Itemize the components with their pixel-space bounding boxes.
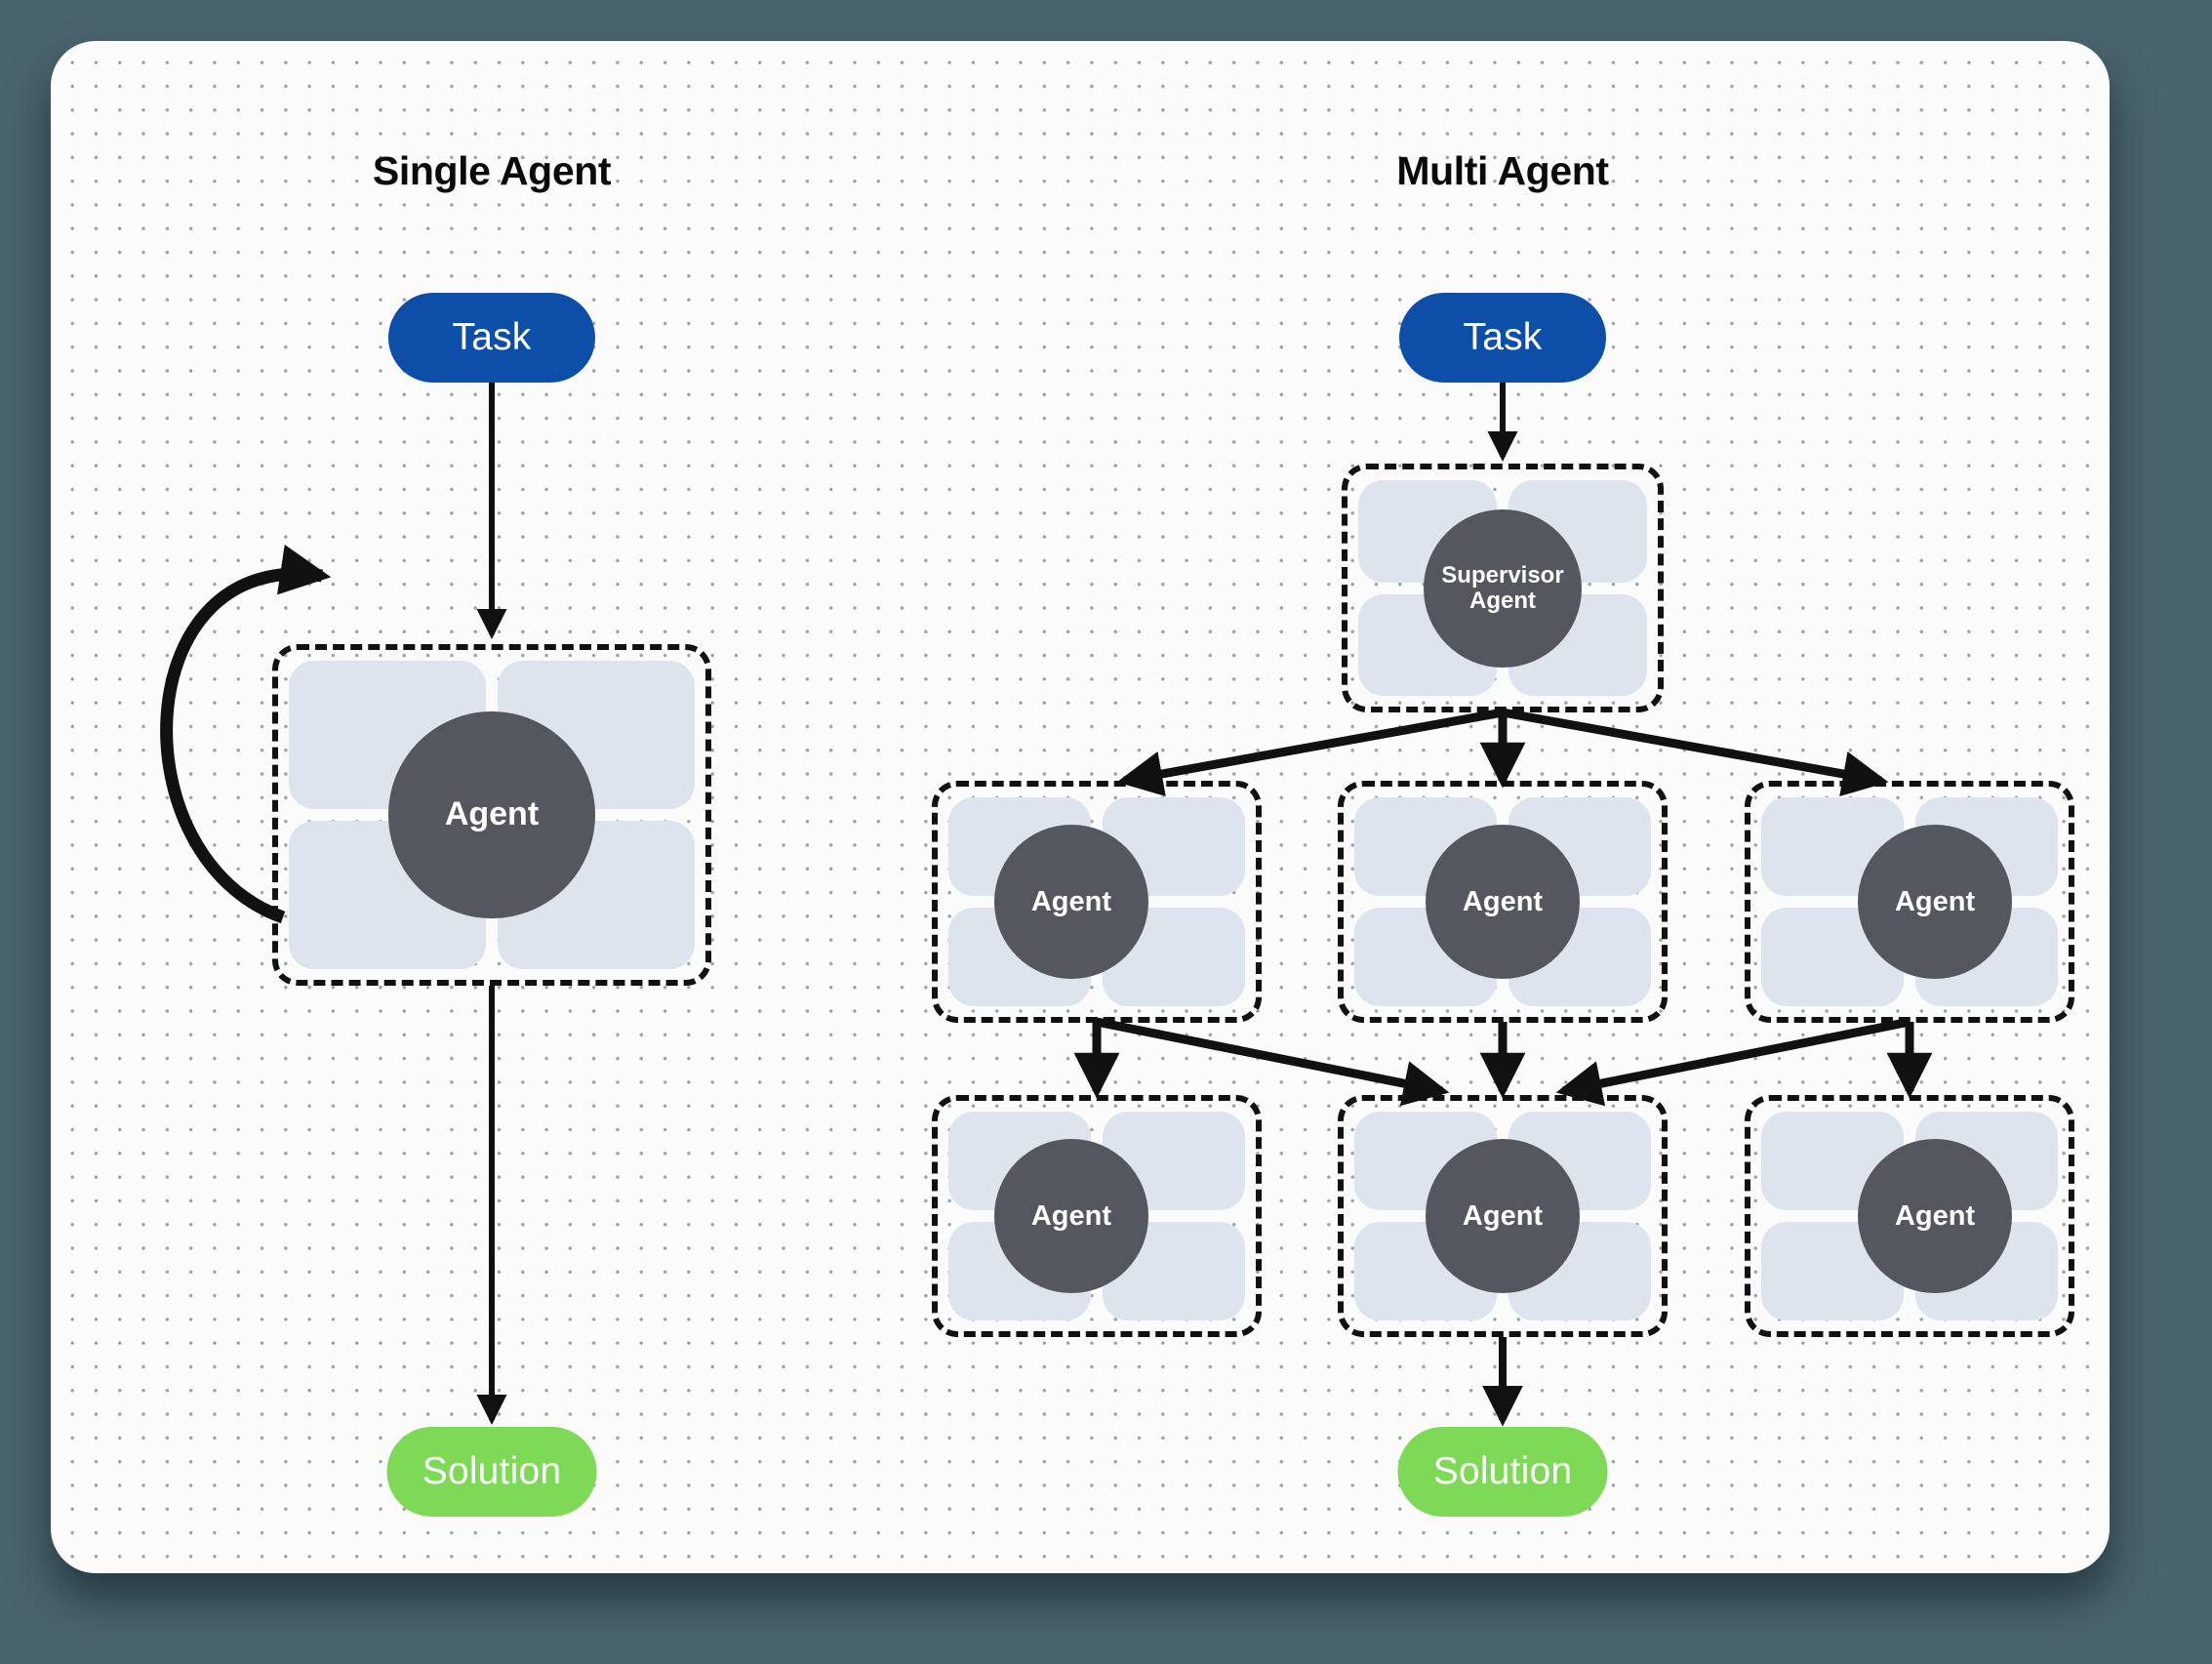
agent-core-row1-left[interactable]: Agent — [993, 825, 1148, 979]
agent-box-row1-center[interactable]: Agent — [1338, 781, 1668, 1023]
solution-node-single[interactable]: Solution — [386, 1427, 597, 1517]
agent-core-row1-center[interactable]: Agent — [1426, 825, 1580, 979]
agent-box-single[interactable]: Agent — [272, 644, 711, 986]
agent-box-row2-center[interactable]: Agent — [1338, 1095, 1668, 1337]
agent-box-row2-left[interactable]: Agent — [932, 1095, 1262, 1337]
task-node-multi[interactable]: Task — [1399, 293, 1606, 383]
solution-node-multi[interactable]: Solution — [1397, 1427, 1608, 1517]
column-title-single-agent: Single Agent — [372, 148, 612, 193]
agent-core-row1-right[interactable]: Agent — [1858, 825, 2013, 979]
agent-core-row2-left[interactable]: Agent — [993, 1139, 1148, 1293]
agent-core-supervisor[interactable]: Supervisor Agent — [1424, 508, 1582, 668]
agent-core-single[interactable]: Agent — [388, 711, 595, 918]
agent-core-row2-right[interactable]: Agent — [1858, 1139, 2013, 1293]
agent-box-row2-right[interactable]: Agent — [1745, 1095, 2074, 1337]
task-node-single[interactable]: Task — [388, 293, 595, 383]
agent-box-row1-left[interactable]: Agent — [932, 781, 1262, 1023]
column-title-multi-agent: Multi Agent — [1396, 148, 1609, 193]
agent-box-row1-right[interactable]: Agent — [1745, 781, 2074, 1023]
agent-core-row2-center[interactable]: Agent — [1426, 1139, 1580, 1293]
agent-box-supervisor[interactable]: Supervisor Agent — [1342, 464, 1664, 712]
